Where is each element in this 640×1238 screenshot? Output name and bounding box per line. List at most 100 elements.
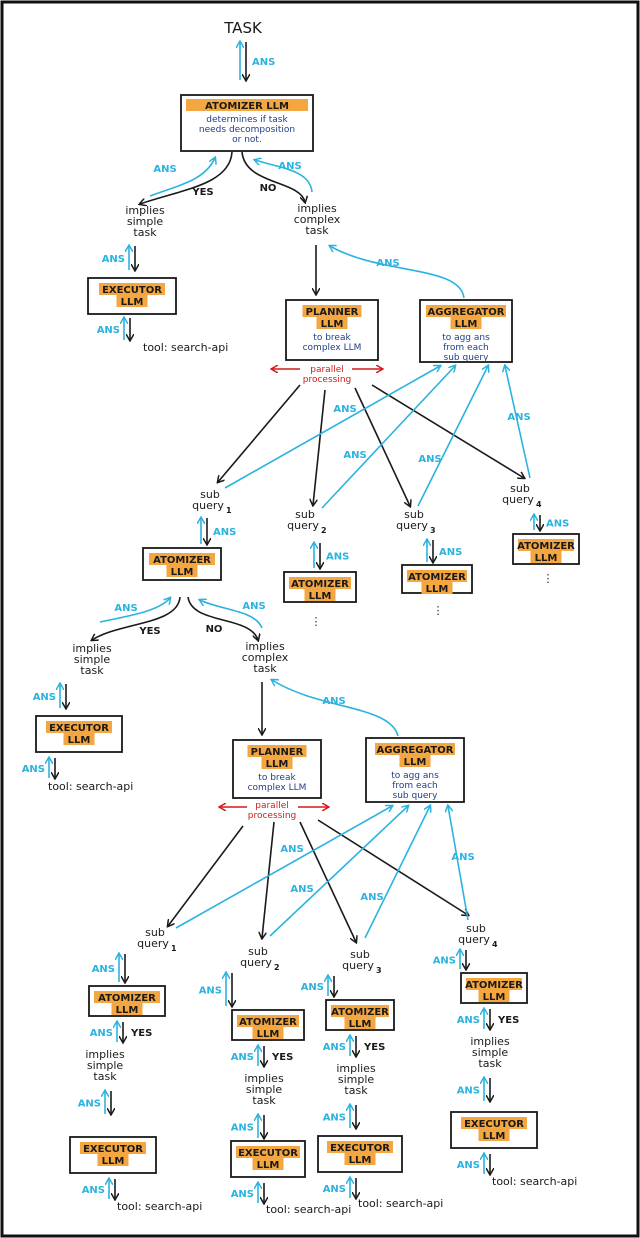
leaf-atomizer-col4-title: LLM	[483, 992, 506, 1003]
leaf-implies-col2: task	[252, 1094, 276, 1107]
complex-ans-arrow	[255, 160, 313, 193]
subq-col2-sub: sub	[248, 945, 268, 958]
atomizer-subq4-top-title-highlight	[518, 539, 574, 551]
subq-col4-query: query	[458, 933, 490, 946]
tool-label-top: tool: search-api	[143, 341, 228, 354]
aggregator-to-complex-ans-arrow-2	[272, 680, 399, 737]
subq1-top-sub: sub	[200, 488, 220, 501]
atomizer-subq2-top-title-highlight	[304, 589, 336, 601]
leaf-atomizer-col1-title-highlight	[94, 991, 160, 1003]
yes-label-2: YES	[138, 626, 160, 637]
atomizer-subq3-top-title: LLM	[426, 584, 449, 595]
leaf-atomizer-col3-title-highlight	[344, 1017, 376, 1029]
leaf-atomizer-col3-title-highlight	[331, 1005, 389, 1017]
aggregator-2-title-highlight	[399, 755, 431, 767]
planner-2-title-highlight	[247, 745, 307, 757]
no-branch-arrow-2	[187, 596, 258, 640]
aggregator-2-desc: to agg ans	[391, 771, 439, 781]
leaf-executor-col4-title-highlight	[461, 1117, 527, 1129]
leaf-executor-col3-title-highlight	[327, 1141, 393, 1153]
no-label-2: NO	[206, 624, 223, 635]
ans-label-sq4-top: ANS	[507, 412, 530, 423]
atomizer-subq1-title-highlight	[149, 553, 215, 565]
planner-top-desc: complex LLM	[303, 343, 362, 353]
aggregator-top-desc: sub query	[444, 353, 490, 363]
leaf-implies-col1: task	[93, 1070, 117, 1083]
implies-complex-2: task	[253, 662, 277, 675]
atomizer-subq1-title-highlight	[166, 565, 198, 577]
leaf-executor-col1-ans-label: ANS	[78, 1099, 101, 1110]
leaf-tool-label-col2: tool: search-api	[266, 1203, 351, 1216]
subq-col3-query: query	[342, 959, 374, 972]
executor-top-ans-label: ANS	[102, 254, 125, 265]
leaf-executor-col3-title-highlight	[344, 1153, 376, 1165]
subq-col2-subscript: 2	[274, 963, 280, 972]
atomizer-main-title: ATOMIZER LLM	[205, 101, 289, 112]
subq3-top-query: query	[396, 519, 428, 532]
leaf-executor-col2-title-highlight	[252, 1158, 284, 1170]
planner2-to-subq1-arrow	[168, 825, 244, 926]
executor-2-title-highlight	[46, 721, 112, 733]
leaf-atomizer-col2-ans-label: ANS	[199, 986, 222, 997]
implies-complex-2: implies	[245, 640, 285, 653]
executor-top-title: LLM	[121, 297, 144, 308]
leaf-atomizer-col4-title: ATOMIZER	[465, 980, 523, 991]
ans-label-sq3-top: ANS	[418, 454, 441, 465]
yes-branch-arrow	[140, 151, 233, 204]
complex-ans-arrow-2	[200, 600, 263, 629]
planner-top-title: LLM	[321, 319, 344, 330]
executor-2-title: LLM	[68, 735, 91, 746]
atomizer-subq2-top-title: ATOMIZER	[291, 579, 349, 590]
leaf-atomizer-col3-title: ATOMIZER	[331, 1007, 389, 1018]
aggregator-to-complex-ans-arrow	[330, 246, 465, 299]
planner2-to-subq2-arrow	[262, 821, 275, 938]
leaf-tool-label-col3: tool: search-api	[358, 1197, 443, 1210]
atomizer-subq3-top-title-highlight	[421, 582, 453, 594]
processing-label-2: processing	[248, 811, 297, 821]
tool-top-ans-label: ANS	[97, 325, 120, 336]
subq-col1-sub: sub	[145, 926, 165, 939]
leaf-tool-label-col1: tool: search-api	[117, 1200, 202, 1213]
ellipsis-subq3-top: ⋮	[433, 604, 444, 617]
leaf-atomizer-col1-title-highlight	[111, 1003, 143, 1015]
subq4-to-aggregator-arrow	[505, 366, 531, 479]
leaf-atomizer-col4-title-highlight	[478, 990, 510, 1002]
leaf-atomizer-col3-ans-label: ANS	[301, 982, 324, 993]
tool-2-ans-label: ANS	[22, 764, 45, 775]
leaf-yes-label-col1: YES	[130, 1028, 152, 1039]
atomizer-main-desc: determines if task	[206, 115, 288, 125]
aggregator-top-title: LLM	[455, 319, 478, 330]
ans-label-no: ANS	[278, 161, 301, 172]
leaf-implies-col3: task	[344, 1084, 368, 1097]
aggregator-2-title-highlight	[375, 743, 455, 755]
subq3-top-subscript: 3	[430, 526, 436, 535]
task-label: TASK	[223, 19, 263, 37]
leaf-atomizer-col2-title-highlight	[237, 1015, 299, 1027]
leaf-tool-label-col4: tool: search-api	[492, 1175, 577, 1188]
aggregator-top-desc: to agg ans	[442, 333, 490, 343]
aggregator-2-desc: sub query	[393, 791, 439, 801]
subq4-top-query: query	[502, 493, 534, 506]
planner-2-desc: to break	[258, 773, 296, 783]
planner-2-title-highlight	[261, 757, 293, 769]
leaf-implies-col1: simple	[87, 1059, 124, 1072]
leaf-implies-col2: simple	[246, 1083, 283, 1096]
leaf-yes-col2-ans-label: ANS	[231, 1052, 254, 1063]
planner-2-desc: complex LLM	[248, 783, 307, 793]
atomizer-main-desc: needs decomposition	[199, 125, 295, 135]
ans-label-yes-2: ANS	[114, 603, 137, 614]
parallel-label-2: parallel	[255, 801, 288, 811]
implies-simple-2: simple	[74, 653, 111, 666]
leaf-executor-col3-title: LLM	[349, 1155, 372, 1166]
aggregator-ans-label: ANS	[376, 258, 399, 269]
leaf-yes-col1-ans-label: ANS	[90, 1028, 113, 1039]
leaf-yes-label-col2: YES	[271, 1052, 293, 1063]
implies-simple-top: implies	[125, 204, 165, 217]
planner-top-desc: to break	[313, 333, 351, 343]
planner-to-subq3-arrow	[354, 387, 410, 506]
simple-ans-arrow	[149, 158, 215, 197]
leaf-atomizer-col2-title: LLM	[257, 1029, 280, 1040]
leaf-yes-label-col3: YES	[363, 1042, 385, 1053]
implies-simple-2: implies	[72, 642, 112, 655]
